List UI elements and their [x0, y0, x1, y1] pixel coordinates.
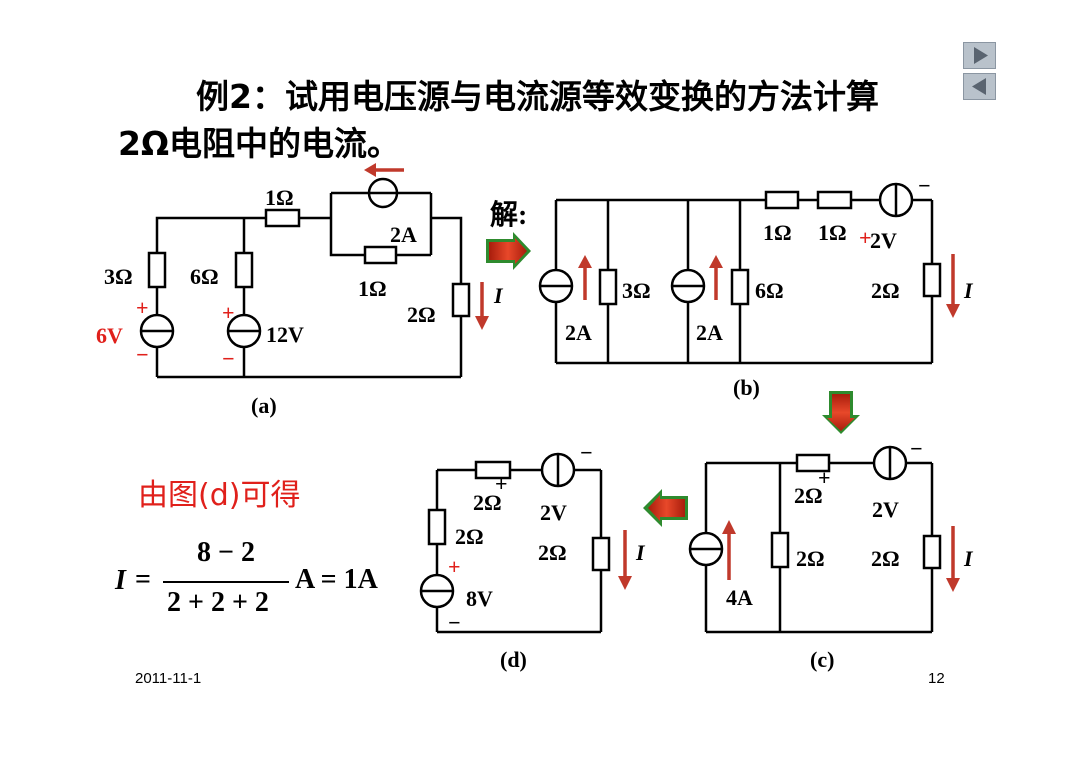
formula-fraction-bar — [163, 581, 289, 583]
flow-arrow-a-to-b — [486, 232, 531, 270]
circuit-a-plus-left: + — [136, 295, 149, 320]
circuit-a-cs-label: 2A — [390, 222, 417, 247]
circuit-d-vs-left-label: 8V — [466, 586, 493, 611]
result-formula: I = 8 − 2 2 + 2 + 2 A = 1A — [115, 537, 405, 627]
circuit-c — [688, 445, 942, 634]
circuit-b-vs-label: 2V — [870, 228, 897, 253]
circuit-c-minus: − — [910, 436, 923, 461]
slide-date: 2011-11-1 — [135, 670, 202, 687]
circuit-a-minus-left: − — [136, 342, 149, 367]
resistor-2ohm-top-d — [474, 460, 512, 480]
resistor-1ohm-parallel — [363, 245, 398, 265]
resistor-1ohm-b2 — [816, 190, 853, 210]
resistor-6ohm-b — [730, 268, 750, 306]
circuit-b-r2-label: 6Ω — [755, 278, 784, 303]
circuit-d-plus-left: + — [448, 554, 461, 579]
resistor-2ohm-top-c — [795, 453, 831, 473]
circuit-a-plus-mid: + — [222, 300, 235, 325]
circuit-b-r-top1-label: 1Ω — [763, 220, 792, 245]
circuit-a-r-mid-label: 6Ω — [190, 264, 219, 289]
triangle-right-icon — [974, 47, 988, 64]
triangle-left-icon — [972, 78, 986, 95]
flow-arrow-b-to-c — [822, 391, 860, 434]
resistor-2ohm-load — [451, 282, 471, 318]
circuit-b-cs1-label: 2A — [565, 320, 592, 345]
circuit-d-caption: (d) — [500, 647, 527, 672]
formula-result: A = 1A — [295, 564, 378, 595]
circuit-d-minus-top: − — [580, 440, 593, 465]
circuit-d-current-label: I — [635, 540, 646, 565]
resistor-2ohm-shunt-c — [770, 531, 790, 569]
circuit-d-r-left-label: 2Ω — [455, 524, 484, 549]
circuit-c-vs-label: 2V — [872, 497, 899, 522]
circuit-b-r-top2-label: 1Ω — [818, 220, 847, 245]
resistor-2ohm-left-d — [427, 508, 447, 546]
resistor-1ohm-b1 — [764, 190, 800, 210]
circuit-b — [538, 182, 942, 365]
circuit-a-r-left-label: 3Ω — [104, 264, 133, 289]
circuit-c-current-label: I — [963, 546, 974, 571]
resistor-2ohm-load-c — [922, 534, 942, 570]
circuit-a-vs-left-label: 6V — [96, 323, 123, 348]
previous-slide-button[interactable] — [963, 73, 996, 100]
circuit-a-caption: (a) — [251, 393, 277, 418]
circuit-c-plus: + — [818, 465, 831, 490]
circuit-c-r-load-label: 2Ω — [871, 546, 900, 571]
circuit-a-r-parallel-label: 1Ω — [358, 276, 387, 301]
circuit-b-cs2-label: 2A — [696, 320, 723, 345]
circuit-c-caption: (c) — [810, 647, 834, 672]
resistor-6ohm — [234, 251, 254, 289]
circuit-a-current-label: I — [493, 283, 504, 308]
circuit-b-minus: − — [918, 173, 931, 198]
circuit-a-minus-mid: − — [222, 346, 235, 371]
circuit-d — [419, 452, 611, 634]
circuit-d-vs-top-label: 2V — [540, 500, 567, 525]
formula-lhs: I — [115, 565, 126, 596]
slide-page-number: 12 — [928, 670, 945, 687]
circuit-d-r-load-label: 2Ω — [538, 540, 567, 565]
circuit-b-plus: + — [859, 225, 872, 250]
circuit-d-r-top-label: 2Ω — [473, 490, 502, 515]
circuit-d-plus-top: + — [495, 471, 508, 496]
circuit-b-r-load-label: 2Ω — [871, 278, 900, 303]
circuit-b-caption: (b) — [733, 375, 760, 400]
resistor-2ohm-load-d — [591, 536, 611, 572]
circuit-a-vs-mid-label: 12V — [266, 322, 304, 347]
circuit-a-r-top-label: 1Ω — [265, 185, 294, 210]
next-slide-button[interactable] — [963, 42, 996, 69]
slide-title-line-1: 例2：试用电压源与电流源等效变换的方法计算 — [196, 77, 879, 116]
circuit-c-cs-label: 4A — [726, 585, 753, 610]
resistor-3ohm — [147, 251, 167, 289]
solution-label: 解: — [490, 199, 527, 231]
circuit-b-r1-label: 3Ω — [622, 278, 651, 303]
circuit-b-current-label: I — [963, 278, 974, 303]
formula-numerator: 8 − 2 — [197, 537, 255, 568]
resistor-1ohm-top — [264, 208, 301, 228]
note-from-figure-d: 由图(d)可得 — [138, 478, 301, 513]
circuit-a — [139, 177, 471, 379]
circuit-d-minus-left: − — [448, 610, 461, 635]
formula-equals: = — [135, 564, 151, 595]
circuit-c-r-top-label: 2Ω — [794, 483, 823, 508]
circuit-c-r-shunt-label: 2Ω — [796, 546, 825, 571]
slide-title-line-2: 2Ω电阻中的电流。 — [118, 124, 401, 163]
resistor-3ohm-b — [598, 268, 618, 306]
formula-denominator: 2 + 2 + 2 — [167, 587, 269, 618]
flow-arrow-c-to-d — [643, 489, 688, 527]
circuit-a-r-load-label: 2Ω — [407, 302, 436, 327]
resistor-2ohm-load-b — [922, 262, 942, 298]
